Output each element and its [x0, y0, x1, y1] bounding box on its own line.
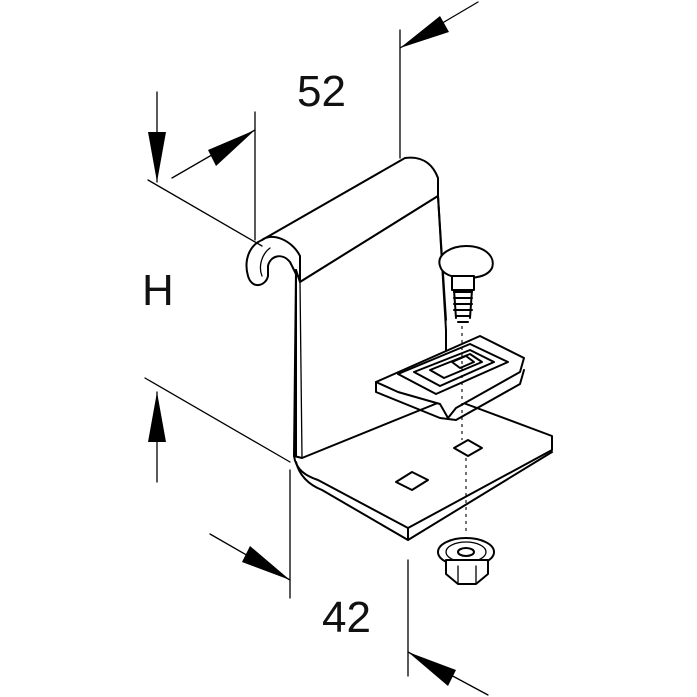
- arrow-head: [400, 16, 449, 48]
- bracket: [245, 156, 553, 541]
- web-thickness-line: [299, 281, 303, 459]
- web-left-edge: [293, 269, 297, 457]
- base-plate-front-edge: [295, 451, 553, 541]
- base-hole-rear: [453, 439, 483, 457]
- arrow-head: [148, 132, 166, 182]
- arrow-head: [148, 392, 166, 442]
- clamp-plate: [375, 335, 525, 421]
- bolt-head-icon: [438, 245, 494, 279]
- dimension-height: H: [142, 91, 291, 483]
- bolt-square-neck: [451, 275, 475, 291]
- nut-bore: [457, 547, 475, 557]
- hook-curl: [245, 239, 297, 286]
- clamp-square-hole: [451, 355, 475, 369]
- carriage-bolt: [438, 245, 494, 440]
- dimension-label-42: 42: [322, 593, 371, 642]
- flange-nut: [437, 458, 495, 585]
- arrow-head: [408, 652, 456, 686]
- bolt-shank-left: [453, 289, 457, 319]
- extension-line-top: [147, 179, 263, 247]
- nut-hex-body-icon: [445, 559, 489, 585]
- dimension-label-52: 52: [297, 67, 346, 116]
- bolt-shank-right: [469, 289, 473, 319]
- base-hole-front: [395, 471, 429, 491]
- dimension-top-width: 52: [171, 1, 479, 241]
- bolt-thread-icon: [453, 291, 473, 323]
- dimension-label-h: H: [142, 266, 174, 315]
- hook-inner-edge: [259, 247, 271, 277]
- clamp-plate-edge: [375, 369, 525, 421]
- arrow-head: [208, 130, 255, 166]
- arrow-head: [242, 546, 290, 580]
- dimension-bottom-width: 42: [209, 469, 489, 696]
- extension-line-bottom: [144, 377, 291, 463]
